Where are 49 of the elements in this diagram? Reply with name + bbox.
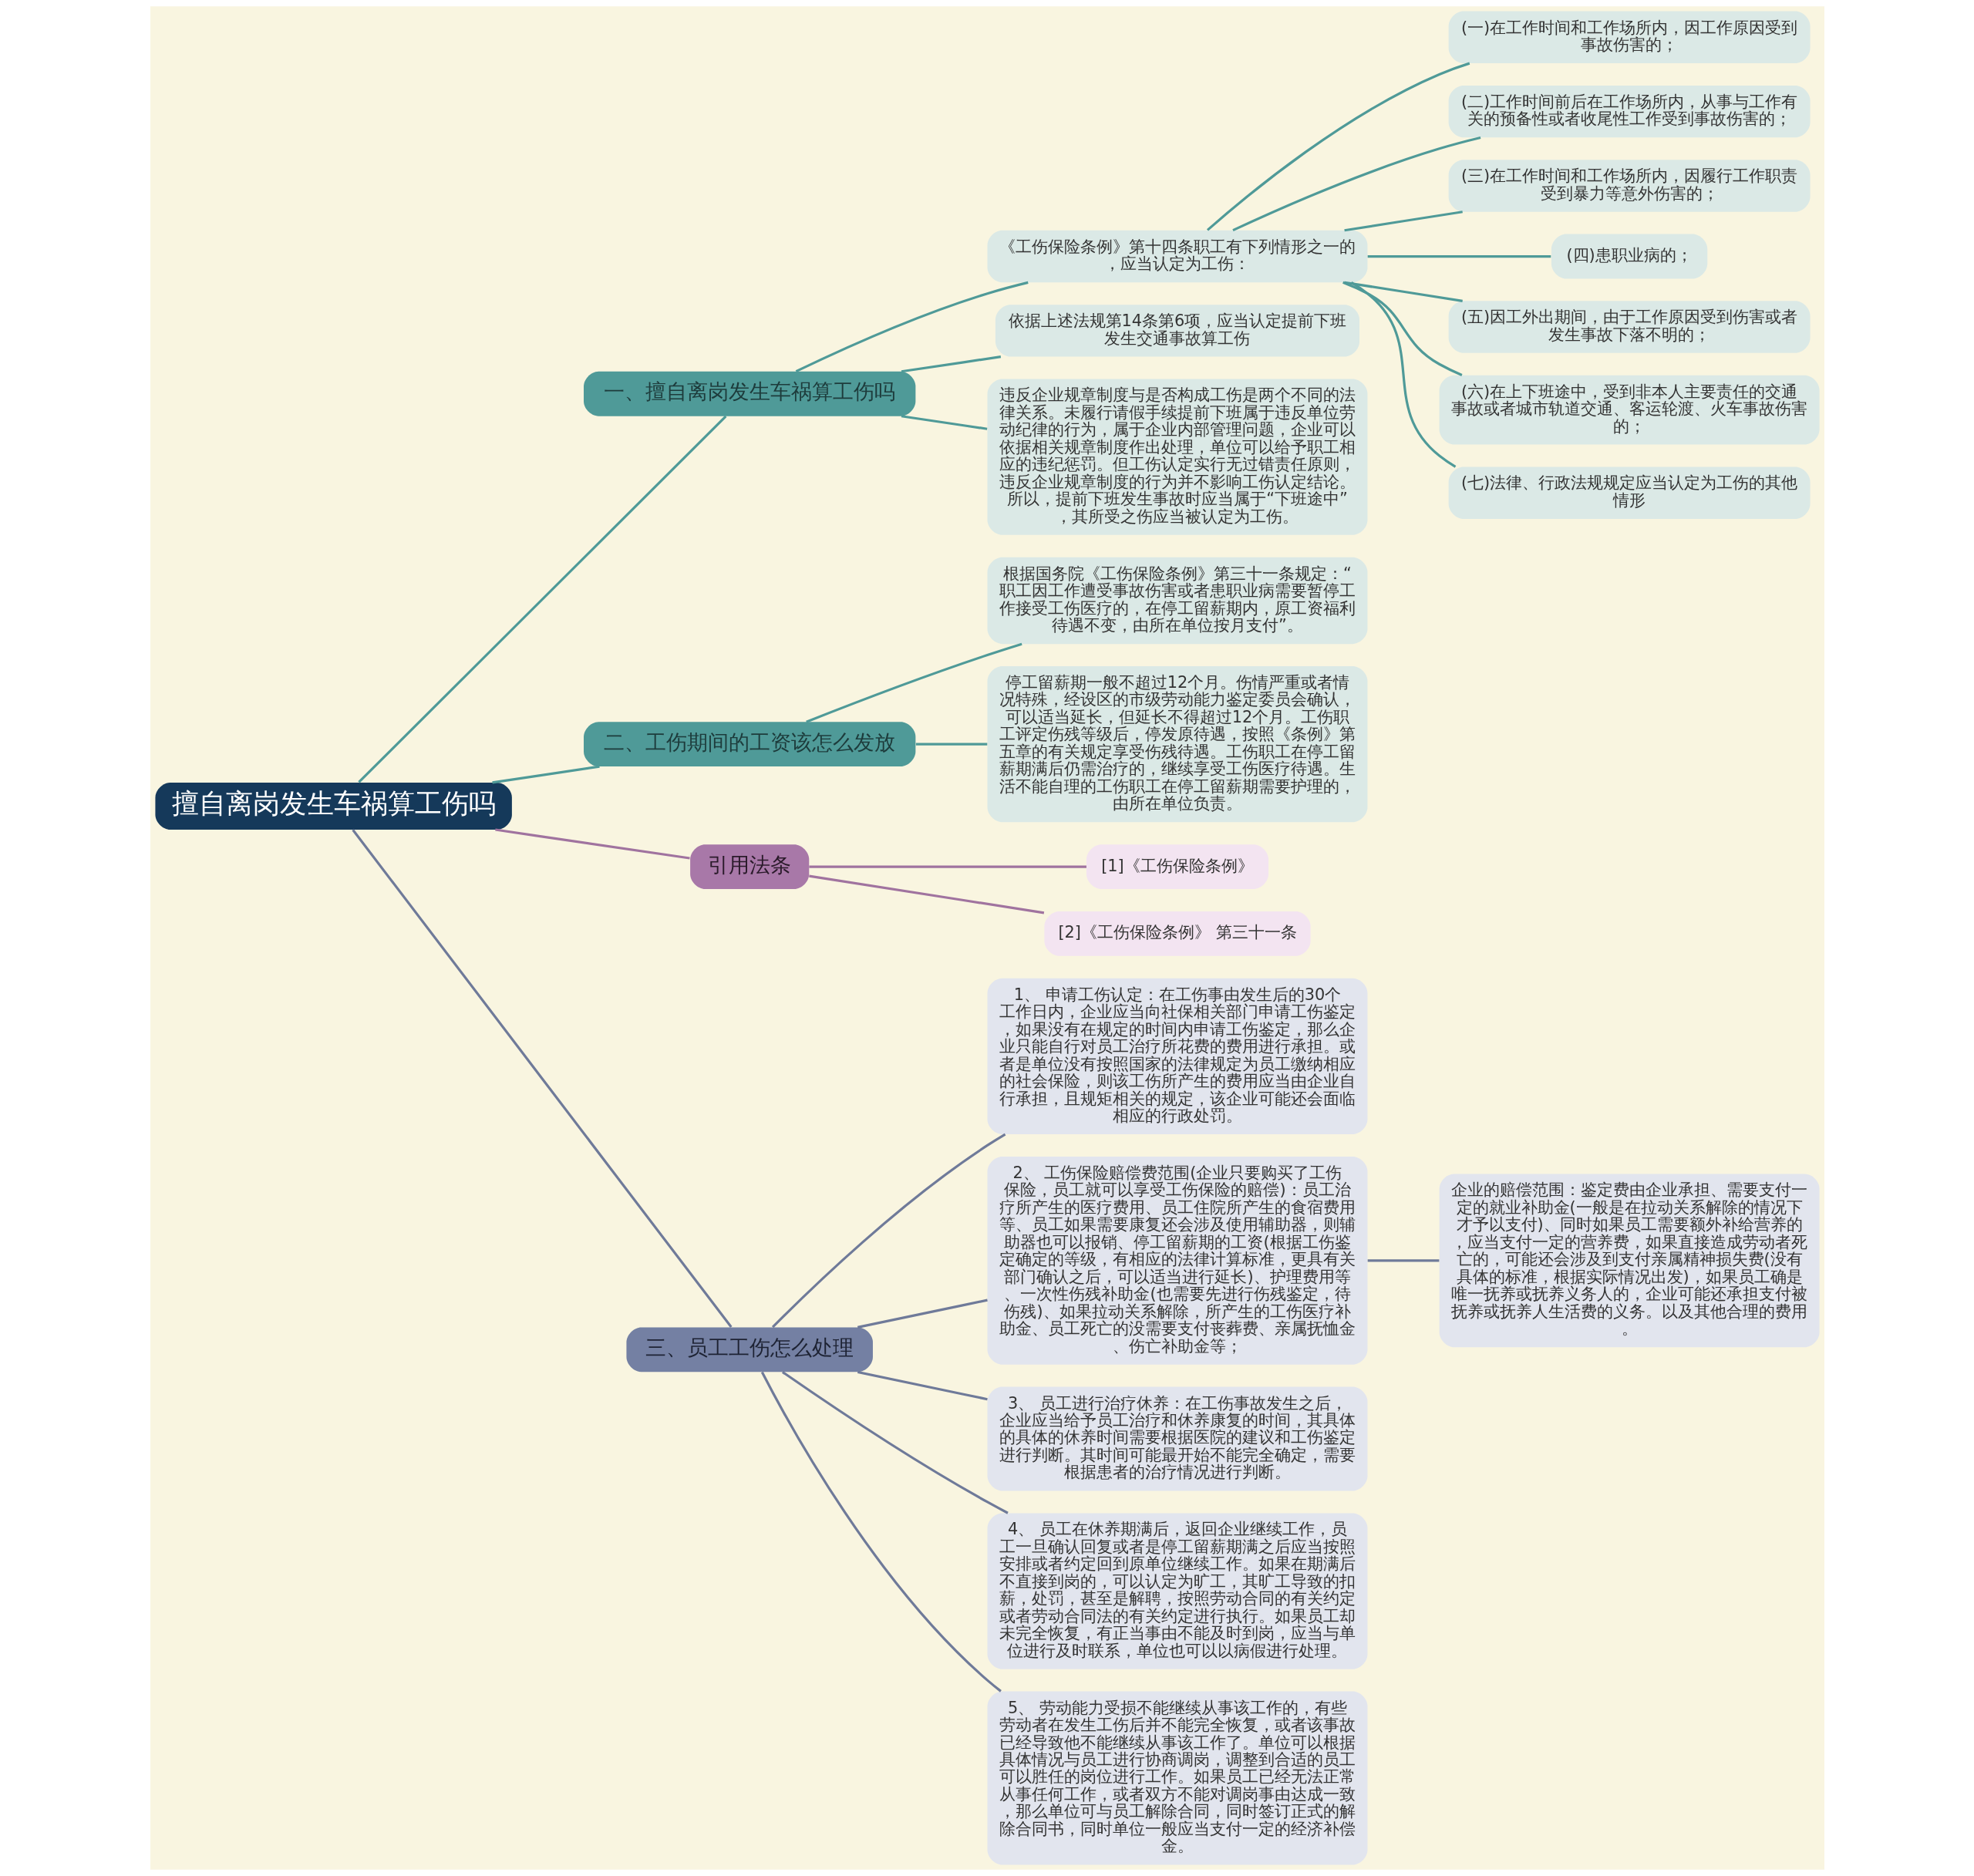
node-box: 违反企业规章制度与是否构成工伤是两个不同的法律关系。未履行请假手续提前下班属于违反单位劳动纪律的行为，属于企业内部管理问题，企业可以依据相关规章制度作出处理，单位可以给予职工相应的违纪惩罚。但工伤认定实行无过错责任原则，违反企业规章制度的行为并不影响工伤认定结论。所以，提前下班发生事故时应当属于“下班途中”，其所受之伤应当被认定为工伤。 (987, 379, 1367, 535)
connector (795, 281, 1029, 373)
connector (1342, 281, 1463, 376)
connector (1343, 281, 1463, 302)
node-box: 《工伤保险条例》第十四条职工有下列情形之一的，应当认定为工伤： (987, 230, 1367, 283)
connector (1206, 62, 1470, 231)
connector (1367, 254, 1551, 258)
connector (901, 355, 1001, 373)
connector (857, 1298, 988, 1329)
connector (915, 743, 987, 746)
node-box: (四)患职业病的； (1551, 234, 1707, 279)
connector (494, 828, 690, 860)
node-box: (六)在上下班途中，受到非本人主要责任的交通事故或者城市轨道交通、客运轮渡、火车事故伤害的； (1439, 375, 1820, 445)
node-box: (五)因工外出期间，由于工作原因受到伤害或者发生事故下落不明的； (1448, 301, 1811, 353)
connector (1343, 211, 1463, 232)
connector (901, 415, 987, 430)
node-box: 擅自离岗发生车祸算工伤吗 (154, 783, 512, 830)
node-box: (一)在工作时间和工作场所内，因工作原因受到事故伤害的； (1448, 11, 1811, 63)
node-box: 3、 员工进行治疗休养：在工伤事故发生之后，企业应当给予员工治疗和休养康复的时间，其具体的具体的休养时间需要根据医院的建议和工伤鉴定进行判断。其时间可能最开始不能完全确定，需要根据患者的治疗情况进行判断。 (987, 1386, 1367, 1491)
node-box: 引用法条 (689, 844, 809, 890)
connector (781, 1371, 1009, 1514)
connector (808, 865, 1086, 868)
node-box: 企业的赔偿范围：鉴定费由企业承担、需要支付一定的就业补助金(一般是在拉动关系解除的情况下才予以支付)、同时如果员工需要额外补给营养的，应当支付一定的营养费，如果直接造成劳动者死亡的，可能还会涉及到支付亲属精神损失费(没有具体的标准，根据实际情况出发)，如果员工确是唯一抚养或抚养义务人的，企业可能还承担支付被抚养或抚养人生活费的义务。以及其他合理的费用。 (1439, 1174, 1820, 1348)
connector (1367, 1259, 1439, 1262)
node-box: 依据上述法规第14条第6项，应当认定提前下班发生交通事故算工伤 (995, 305, 1359, 357)
node-box: 1、 申请工伤认定：在工伤事由发生后的30个工作日内，企业应当向社保相关部门申请工伤鉴定，如果没有在规定的时间内申请工伤鉴定，那么企业只能自行对员工治疗所花费的费用进行承担。或者是单位没有按照国家的法律规定为员工缴纳相应的社会保险，则该工伤所产生的费用应当由企业自行承担，且规矩相关的规定，该企业可能还会面临相应的行政处罚。 (987, 978, 1367, 1134)
node-box: 2、 工伤保险赔偿费范围(企业只要购买了工伤保险，员工就可以享受工伤保险的赔偿)：员工治疗所产生的医疗费用、员工住院所产生的食宿费用等、员工如果需要康复还会涉及使用辅助器，则辅助器也可以报销、停工留薪期的工资(根据工伤鉴定确定的等级，有相应的法律计算标准，更具有关部门确认之后，可以适当进行延长)、护理费用等、一次性伤残补助金(也需要先进行伤残鉴定，待伤残)、如果拉动关系解除，所产生的工伤医疗补助金、员工死亡的没需要支付丧葬费、亲属抚恤金、伤亡补助金等； (987, 1156, 1367, 1365)
node-box: 二、工伤期间的工资该怎么发放 (583, 722, 915, 767)
node-box: (三)在工作时间和工作场所内，因履行工作职责受到暴力等意外伤害的； (1448, 160, 1811, 212)
connector (1350, 281, 1456, 468)
connector (491, 765, 600, 784)
connector (760, 1371, 1002, 1692)
node-box: 根据国务院《工伤保险条例》第三十一条规定：“职工因工作遭受事故伤害或者患职业病需要暂停工作接受工伤医疗的，在停工留薪期内，原工资福利待遇不变，由所在单位按月支付”。 (987, 557, 1367, 645)
node-box: 停工留薪期一般不超过12个月。伤情严重或者情况特殊，经设区的市级劳动能力鉴定委员会确认，可以适当延长，但延长不得超过12个月。工伤职工评定伤残等级后，停发原待遇，按照《条例》第五章的有关规定享受伤残待遇。工伤职工在停工留薪期满后仍需治疗的，继续享受工伤医疗待遇。生活不能自理的工伤职工在停工留薪期需要护理的，由所在单位负责。 (987, 666, 1367, 823)
node-box: 三、员工工伤怎么处理 (625, 1327, 873, 1372)
node-box: (二)工作时间前后在工作场所内，从事与工作有关的预备性或者收尾性工作受到事故伤害的； (1448, 85, 1811, 138)
connector (857, 1370, 988, 1401)
node-box: [1]《工伤保险条例》 (1086, 844, 1268, 890)
connector (771, 1133, 1006, 1329)
connector (357, 415, 726, 783)
connector (808, 874, 1044, 914)
node-box: 一、擅自离岗发生车祸算工伤吗 (583, 371, 915, 416)
node-box: [2]《工伤保险条例》 第三十一条 (1043, 911, 1311, 956)
node-box: 5、 劳动能力受损不能继续从事该工作的，有些劳动者在发生工伤后并不能完全恢复，或者该事故已经导致他不能继续从事该工作了。单位可以根据具体情况与员工进行协商调岗，调整到合适的员工可以胜任的岗位进行工作。如果员工已经无法正常从事任何工作，或者双方不能对调岗事由达成一致，那么单位可与员工解除合同，同时签订正式的解除合同书，同时单位一般应当支付一定的经济补偿金。 (987, 1691, 1367, 1865)
node-box: 4、 员工在休养期满后，返回企业继续工作，员工一旦确认回复或者是停工留薪期满之后应当按照安排或者约定回到原单位继续工作。如果在期满后不直接到岗的，可以认定为旷工，其旷工导致的扣薪，处罚，甚至是解聘，按照劳动合同的有关约定或者劳动合同法的有关约定进行执行。如果员工却未完全恢复，有正当事由不能及时到岗，应当与单位进行及时联系，单位也可以以病假进行处理。 (987, 1513, 1367, 1669)
node-box: (七)法律、行政法规规定应当认定为工伤的其他情形 (1448, 466, 1811, 519)
connector (1231, 136, 1480, 232)
connector (351, 829, 733, 1329)
connector (805, 642, 1022, 723)
